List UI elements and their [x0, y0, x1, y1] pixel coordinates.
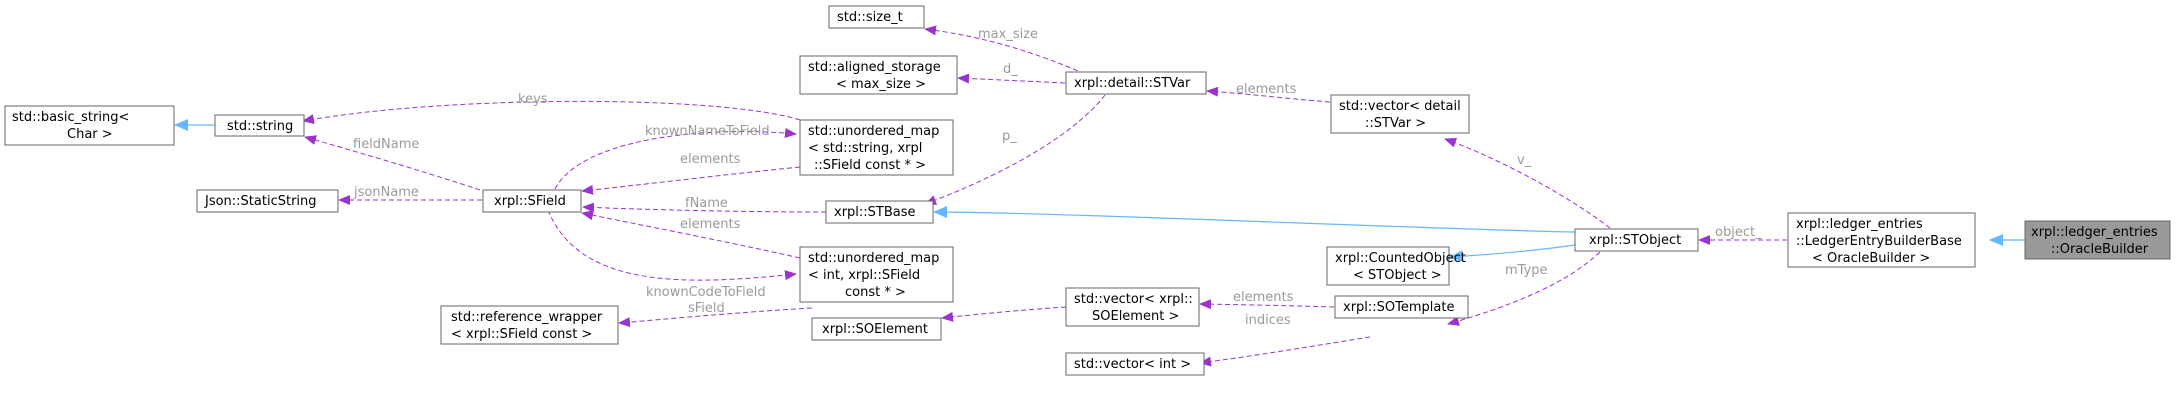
node-unordered-map-int[interactable]: std::unordered_map < int, xrpl::SField c… — [799, 246, 954, 303]
svg-text:xrpl::STObject: xrpl::STObject — [1589, 233, 1681, 248]
edges: keys fieldName jsonName knownNameToField… — [174, 25, 2025, 367]
node-aligned-storage[interactable]: std::aligned_storage < max_size > — [799, 55, 958, 95]
node-basic-string[interactable]: std::basic_string< Char > — [4, 105, 175, 146]
svg-text:std::string: std::string — [227, 119, 293, 134]
svg-text:xrpl::STBase: xrpl::STBase — [834, 205, 916, 220]
node-sfield[interactable]: xrpl::SField — [482, 189, 582, 213]
svg-text:::STVar >: ::STVar > — [1365, 116, 1426, 131]
svg-text:< max_size >: < max_size > — [836, 77, 926, 92]
svg-text:SOElement >: SOElement > — [1092, 309, 1179, 324]
edge-label-knowncodetofield: knownCodeToField — [646, 285, 766, 300]
node-vector-soelement[interactable]: std::vector< xrpl:: SOElement > — [1065, 287, 1200, 327]
node-counted-object[interactable]: xrpl::CountedObject < STObject > — [1326, 246, 1466, 286]
edge-label-keys: keys — [518, 92, 548, 107]
edge-fname — [582, 202, 827, 213]
svg-text:< int, xrpl::SField: < int, xrpl::SField — [808, 268, 920, 283]
svg-text:< std::string, xrpl: < std::string, xrpl — [808, 141, 922, 156]
edge-label-mtype: mType — [1505, 263, 1548, 278]
node-size-t[interactable]: std::size_t — [828, 5, 925, 29]
edge-label-sfield: sField — [688, 301, 725, 316]
svg-text:xrpl::SField: xrpl::SField — [494, 194, 566, 209]
edge-knowncodetofield — [547, 209, 797, 281]
edge-fieldname — [304, 135, 481, 191]
svg-text:xrpl::SOTemplate: xrpl::SOTemplate — [1343, 300, 1454, 315]
edge-label-elements-stvar: elements — [1236, 82, 1297, 97]
svg-text:xrpl::CountedObject: xrpl::CountedObject — [1335, 251, 1466, 266]
edge-keys — [302, 100, 801, 125]
svg-text:std::aligned_storage: std::aligned_storage — [808, 60, 941, 75]
node-reference-wrapper[interactable]: std::reference_wrapper < xrpl::SField co… — [440, 305, 619, 345]
node-ledger-entry-builder-base[interactable]: xrpl::ledger_entries ::LedgerEntryBuilde… — [1787, 212, 1976, 268]
svg-text:xrpl::detail::STVar: xrpl::detail::STVar — [1074, 76, 1191, 91]
node-soelement[interactable]: xrpl::SOElement — [811, 317, 942, 341]
edge-label-elements-umap-int: elements — [680, 217, 741, 232]
svg-text:std::reference_wrapper: std::reference_wrapper — [451, 310, 603, 325]
node-oracle-builder[interactable]: xrpl::ledger_entries ::OracleBuilder — [2024, 220, 2171, 260]
edge-label-object: object_ — [1715, 225, 1762, 240]
edge-label-p: p_ — [1002, 129, 1017, 144]
node-stbase[interactable]: xrpl::STBase — [825, 200, 934, 224]
svg-text:std::vector< int >: std::vector< int > — [1074, 357, 1191, 372]
svg-text:::SField const * >: ::SField const * > — [814, 158, 926, 173]
edge-label-elements-soel: elements — [1233, 290, 1294, 305]
svg-text:xrpl::SOElement: xrpl::SOElement — [822, 322, 928, 337]
edge-d — [957, 73, 1066, 84]
svg-text:const * >: const * > — [845, 285, 906, 300]
edge-indices — [1199, 336, 1371, 367]
edge-v — [1444, 137, 1611, 229]
edge-label-max-size: max_size — [978, 27, 1038, 42]
edge-p — [924, 94, 1106, 205]
edge-label-elements-umap-str: elements — [680, 152, 741, 167]
edge-max-size — [924, 25, 1086, 75]
svg-text:Char >: Char > — [67, 127, 113, 142]
node-json-staticstring[interactable]: Json::StaticString — [196, 189, 339, 213]
svg-text:std::unordered_map: std::unordered_map — [808, 251, 939, 266]
edge-label-jsonname: jsonName — [353, 185, 419, 200]
edge-stobject-inherits-stbase — [933, 206, 1576, 233]
node-vector-stvar[interactable]: std::vector< detail ::STVar > — [1330, 94, 1470, 134]
svg-text:< xrpl::SField const >: < xrpl::SField const > — [451, 327, 592, 342]
edge-elements-stvar — [1206, 86, 1331, 103]
svg-text:std::unordered_map: std::unordered_map — [808, 124, 939, 139]
edge-label-indices: indices — [1245, 313, 1291, 328]
svg-text:::OracleBuilder: ::OracleBuilder — [2051, 242, 2149, 257]
node-sotemplate[interactable]: xrpl::SOTemplate — [1334, 295, 1469, 319]
edge-label-fname: fName — [685, 196, 728, 211]
edge-knownnametofield — [554, 127, 797, 190]
node-stvar[interactable]: xrpl::detail::STVar — [1065, 71, 1207, 95]
svg-text:xrpl::ledger_entries: xrpl::ledger_entries — [1796, 217, 1923, 232]
svg-text:std::size_t: std::size_t — [837, 10, 903, 25]
svg-text:::LedgerEntryBuilderBase: ::LedgerEntryBuilderBase — [1796, 234, 1962, 249]
svg-text:std::vector< xrpl::: std::vector< xrpl:: — [1074, 292, 1193, 307]
svg-text:xrpl::ledger_entries: xrpl::ledger_entries — [2031, 225, 2158, 240]
edge-elements-soel — [1199, 299, 1335, 310]
edge-label-d: d_ — [1003, 62, 1018, 77]
svg-text:< OracleBuilder >: < OracleBuilder > — [1812, 251, 1930, 266]
edge-elements-umap-str — [581, 166, 801, 195]
svg-text:std::basic_string<: std::basic_string< — [12, 110, 129, 125]
node-unordered-map-string[interactable]: std::unordered_map < std::string, xrpl :… — [799, 119, 954, 176]
node-stobject[interactable]: xrpl::STObject — [1574, 228, 1699, 252]
edge-label-v: v_ — [1517, 153, 1532, 168]
node-vector-int[interactable]: std::vector< int > — [1065, 352, 1205, 376]
nodes: std::basic_string< Char > std::string Js… — [4, 5, 2171, 376]
node-std-string[interactable]: std::string — [214, 114, 305, 137]
edge-stobject-inherits-counted — [1449, 244, 1576, 263]
edge-label-knownnametofield: knownNameToField — [645, 124, 770, 139]
svg-text:std::vector< detail: std::vector< detail — [1339, 99, 1461, 114]
edge-sfield — [618, 307, 813, 328]
edge-elements-to-soelement — [941, 306, 1067, 322]
svg-text:Json::StaticString: Json::StaticString — [204, 194, 317, 209]
edge-label-fieldname: fieldName — [353, 137, 419, 152]
svg-text:< STObject >: < STObject > — [1353, 268, 1442, 283]
edge-mtype — [1447, 251, 1601, 326]
